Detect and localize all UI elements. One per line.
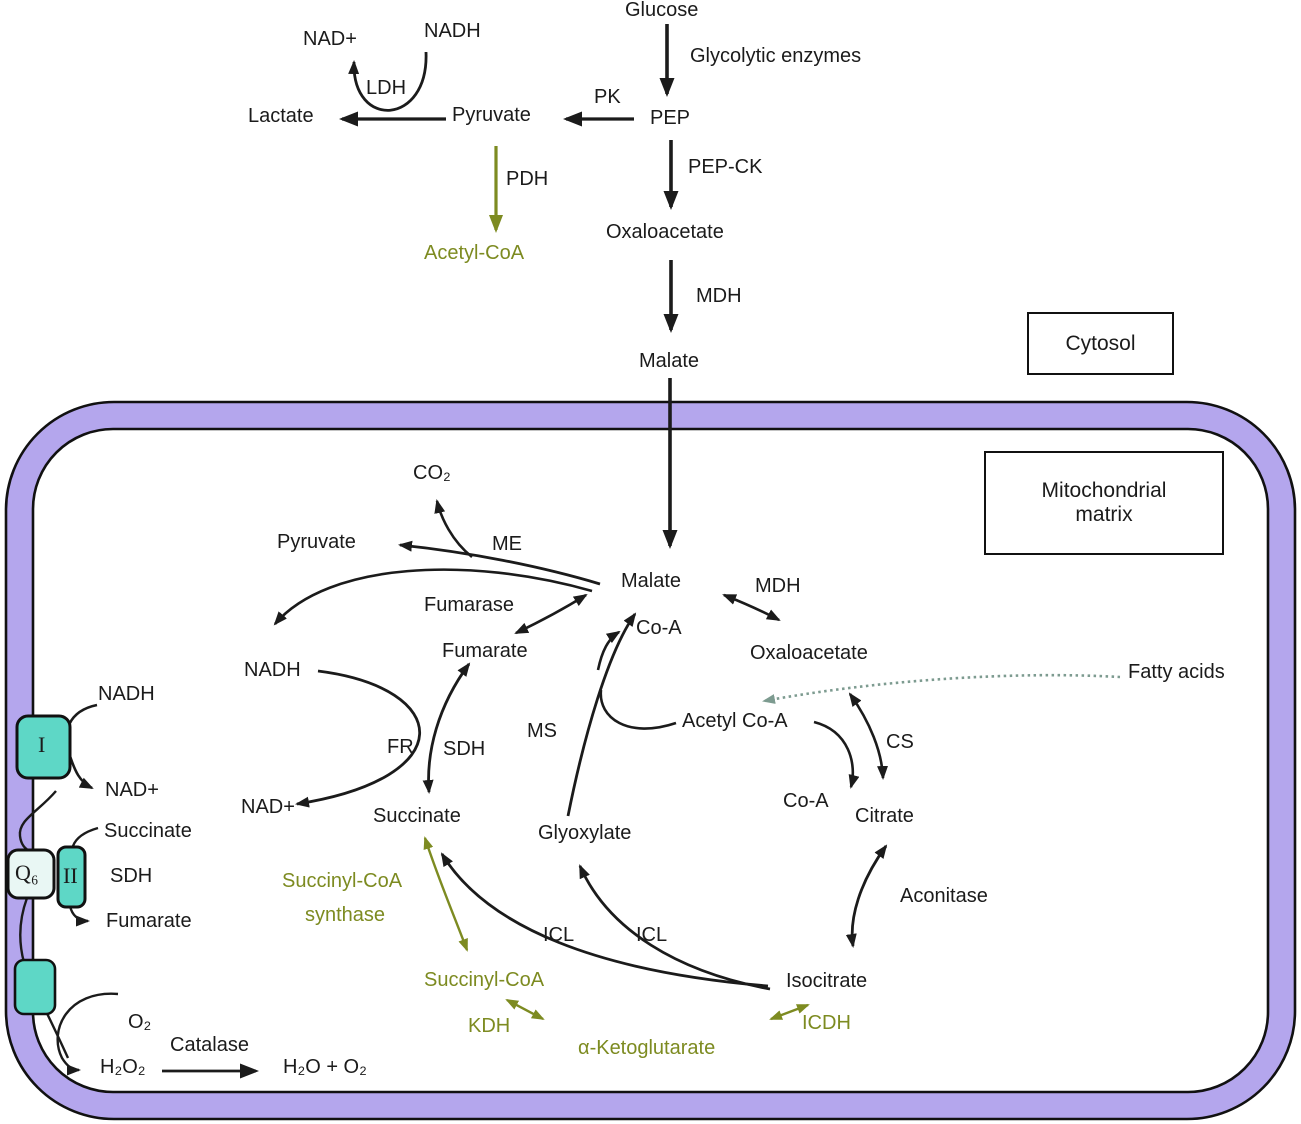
label-sdh-center: SDH	[443, 738, 486, 760]
label-succinate-center: Succinate	[373, 805, 461, 827]
label-complex-i: I	[38, 732, 46, 757]
label-coa-lower: Co-A	[783, 790, 829, 812]
label-oxaloacetate-cytosol: Oxaloacetate	[606, 221, 724, 243]
curve-sdh-fumarate-succinate	[422, 662, 471, 794]
label-fatty-acids: Fatty acids	[1128, 661, 1225, 683]
label-co2: CO₂	[413, 462, 451, 484]
curve-fr-nadh-to-nad	[295, 669, 422, 808]
curve-me-to-pyruvate	[398, 540, 601, 586]
complex-i-box	[15, 714, 72, 780]
label-pyruvate-cytosol: Pyruvate	[452, 104, 531, 126]
label-icl-right: ICL	[636, 924, 668, 946]
label-coa-upper: Co-A	[636, 617, 682, 639]
matrix-region-box: Mitochondrial matrix	[984, 451, 1224, 555]
label-h2o-o2: H₂O + O₂	[283, 1056, 367, 1078]
curve-ldh-nadh-to-nad	[348, 51, 428, 112]
label-oxaloacetate-matrix: Oxaloacetate	[750, 642, 868, 664]
label-ms: MS	[527, 720, 557, 742]
label-ldh: LDH	[366, 77, 407, 99]
label-lactate: Lactate	[248, 105, 314, 127]
curve-succinate-to-complex2	[71, 826, 99, 847]
label-sdh-etc: SDH	[110, 865, 153, 887]
label-citrate: Citrate	[855, 805, 914, 827]
cytosol-region-label: Cytosol	[1065, 331, 1136, 355]
label-fumarate-etc: Fumarate	[106, 910, 192, 932]
label-pep-ck: PEP-CK	[688, 156, 763, 178]
label-pdh: PDH	[506, 168, 549, 190]
label-kdh: KDH	[468, 1015, 511, 1037]
label-malate-cytosol: Malate	[639, 350, 700, 372]
label-succinylcoa-synthase-line1: Succinyl-CoA	[282, 870, 403, 892]
label-glycolytic-enzymes: Glycolytic enzymes	[690, 45, 862, 67]
label-mdh-matrix: MDH	[755, 575, 801, 597]
label-nad-etc: NAD+	[105, 779, 159, 801]
label-glyoxylate: Glyoxylate	[538, 822, 632, 844]
label-catalase: Catalase	[170, 1034, 249, 1056]
label-me: ME	[492, 533, 522, 555]
label-fumarase: Fumarase	[424, 594, 515, 616]
label-nad-matrix: NAD+	[241, 796, 295, 818]
label-complex-ii: II	[63, 863, 78, 888]
label-pk: PK	[594, 86, 621, 108]
label-o2: O₂	[128, 1011, 152, 1033]
arrow-kdh-reversible	[505, 998, 545, 1021]
curve-succinylcoa-synthase	[423, 836, 469, 952]
label-mdh-cytosol: MDH	[696, 285, 742, 307]
label-alpha-ketoglutarate: α-Ketoglutarate	[578, 1037, 716, 1059]
label-q6: Q₆	[15, 860, 39, 885]
label-nadh-etc: NADH	[98, 683, 155, 705]
label-icl-left: ICL	[543, 924, 575, 946]
curve-mdh-matrix	[722, 593, 781, 622]
label-aconitase: Aconitase	[900, 885, 988, 907]
label-malate-matrix: Malate	[621, 570, 682, 592]
curve-fumarase	[514, 593, 588, 635]
curve-icl-to-glyoxylate	[578, 864, 771, 991]
matrix-region-label-line1: Mitochondrial	[1041, 479, 1167, 502]
label-succinylcoa-synthase-line2: synthase	[305, 904, 386, 926]
label-h2o2: H₂O₂	[100, 1056, 146, 1078]
label-nadh-matrix: NADH	[244, 659, 301, 681]
curve-me-to-nadh	[273, 568, 593, 626]
label-fumarate-matrix: Fumarate	[442, 640, 528, 662]
label-nadh-cytosol: NADH	[424, 20, 481, 42]
cytosol-region-box: Cytosol	[1027, 312, 1174, 375]
curve-ms-glyoxylate-to-malate	[566, 612, 637, 817]
q6-box	[6, 848, 56, 900]
label-fr: FR	[387, 736, 414, 758]
curve-coa-release	[813, 720, 860, 789]
label-succinyl-coa: Succinyl-CoA	[424, 969, 545, 991]
label-acetyl-coa-matrix: Acetyl Co-A	[682, 710, 788, 732]
complex-iv-box	[13, 958, 57, 1016]
label-succinate-etc: Succinate	[104, 820, 192, 842]
curve-me-to-co2	[434, 499, 473, 559]
curve-aconitase-citrate-isocitrate	[845, 844, 888, 948]
label-pyruvate-matrix: Pyruvate	[277, 531, 356, 553]
curve-acetylcoa-into-ms	[599, 689, 677, 730]
dotted-fatty-acids-to-acetylcoa	[762, 673, 1121, 704]
label-icdh: ICDH	[802, 1012, 851, 1034]
membrane-outer-line	[4, 400, 1297, 1121]
curve-icl-to-succinate	[440, 852, 769, 988]
curve-ms-to-coa	[596, 630, 621, 671]
label-cs: CS	[886, 731, 914, 753]
curve-o2-to-h2o2	[56, 992, 119, 1076]
label-acetyl-coa-cytosol: Acetyl-CoA	[424, 242, 525, 264]
label-nad-cytosol: NAD+	[303, 28, 357, 50]
arrow-icdh-reversible	[769, 1003, 810, 1021]
curve-cs-oxaloacetate-citrate	[848, 692, 889, 780]
label-glucose: Glucose	[625, 0, 699, 21]
complex-ii-box	[56, 845, 87, 909]
label-pep: PEP	[650, 107, 691, 129]
label-isocitrate: Isocitrate	[786, 970, 868, 992]
matrix-region-label-line2: matrix	[1075, 503, 1133, 526]
